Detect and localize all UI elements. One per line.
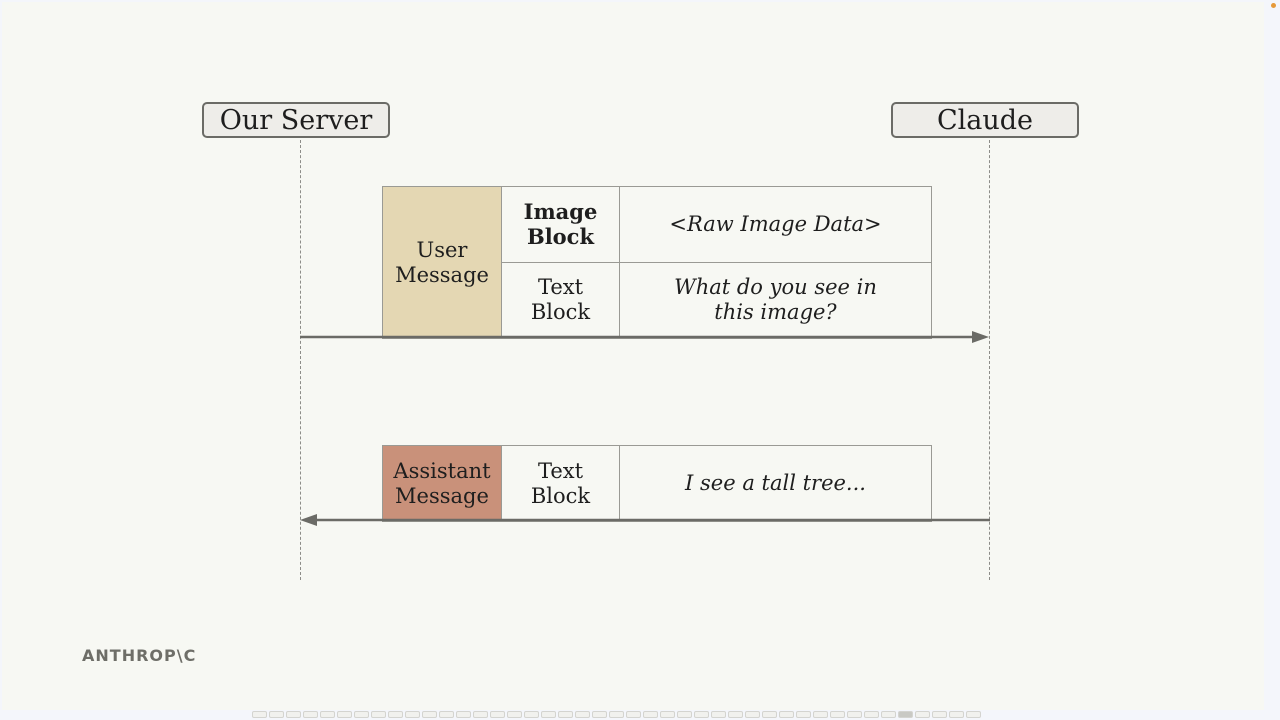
assistant-text-block-content-cell: I see a tall tree...	[620, 446, 931, 521]
text-block-content-cell: What do you see in this image?	[620, 263, 931, 339]
pager-slide-7[interactable]	[354, 711, 369, 718]
pager-slide-24[interactable]	[643, 711, 658, 718]
pager-slide-9[interactable]	[388, 711, 403, 718]
pager-slide-35[interactable]	[830, 711, 845, 718]
assistant-text-block-content: I see a tall tree...	[685, 471, 866, 495]
pager-slide-37[interactable]	[864, 711, 879, 718]
pager-slide-20[interactable]	[575, 711, 590, 718]
pager-slide-2[interactable]	[269, 711, 284, 718]
pager-slide-18[interactable]	[541, 711, 556, 718]
pager-slide-15[interactable]	[490, 711, 505, 718]
user-message-role-label: User Message	[395, 237, 489, 287]
pager-slide-5[interactable]	[320, 711, 335, 718]
pager-slide-32[interactable]	[779, 711, 794, 718]
pager-slide-21[interactable]	[592, 711, 607, 718]
pager-slide-3[interactable]	[286, 711, 301, 718]
pager-slide-43[interactable]	[966, 711, 981, 718]
server-lifeline	[300, 140, 301, 580]
pager-slide-11[interactable]	[422, 711, 437, 718]
assistant-text-block-type-cell: Text Block	[502, 446, 620, 521]
pager-slide-17[interactable]	[524, 711, 539, 718]
text-block-type-label: Text Block	[530, 275, 591, 325]
status-dot	[1271, 3, 1276, 8]
pager-slide-38[interactable]	[881, 711, 896, 718]
pager-slide-23[interactable]	[626, 711, 641, 718]
pager-slide-16[interactable]	[507, 711, 522, 718]
actor-our-server: Our Server	[202, 102, 390, 138]
pager-slide-8[interactable]	[371, 711, 386, 718]
pager-slide-36[interactable]	[847, 711, 862, 718]
pager-slide-6[interactable]	[337, 711, 352, 718]
pager-slide-41[interactable]	[932, 711, 947, 718]
image-block-type-label: Image Block	[523, 199, 598, 250]
pager-slide-14[interactable]	[473, 711, 488, 718]
pager-slide-33[interactable]	[796, 711, 811, 718]
pager-slide-26[interactable]	[677, 711, 692, 718]
pager-slide-34[interactable]	[813, 711, 828, 718]
actor-claude-label: Claude	[936, 104, 1034, 136]
pager-slide-25[interactable]	[660, 711, 675, 718]
assistant-message-role-label: Assistant Message	[393, 458, 491, 508]
slide-pager	[252, 711, 981, 719]
pager-slide-27[interactable]	[694, 711, 709, 718]
assistant-text-block-type-label: Text Block	[530, 458, 591, 508]
pager-slide-39[interactable]	[898, 711, 913, 718]
pager-slide-29[interactable]	[728, 711, 743, 718]
pager-slide-1[interactable]	[252, 711, 267, 718]
user-message-table: User Message Image Block <Raw Image Data…	[382, 186, 932, 339]
text-block-content: What do you see in this image?	[674, 275, 877, 325]
user-message-role-cell: User Message	[383, 187, 502, 338]
pager-slide-30[interactable]	[745, 711, 760, 718]
pager-slide-22[interactable]	[609, 711, 624, 718]
pager-slide-31[interactable]	[762, 711, 777, 718]
request-arrowhead	[972, 331, 989, 343]
actor-our-server-label: Our Server	[219, 104, 373, 136]
image-block-content: <Raw Image Data>	[669, 211, 882, 236]
image-block-content-cell: <Raw Image Data>	[620, 187, 931, 263]
pager-slide-4[interactable]	[303, 711, 318, 718]
pager-slide-13[interactable]	[456, 711, 471, 718]
image-block-type-cell: Image Block	[502, 187, 620, 263]
pager-slide-10[interactable]	[405, 711, 420, 718]
anthropic-logo: ANTHROP\C	[82, 646, 197, 665]
assistant-message-table: Assistant Message Text Block I see a tal…	[382, 445, 932, 522]
text-block-type-cell: Text Block	[502, 262, 620, 338]
pager-slide-12[interactable]	[439, 711, 454, 718]
pager-slide-19[interactable]	[558, 711, 573, 718]
actor-claude: Claude	[891, 102, 1079, 138]
pager-slide-28[interactable]	[711, 711, 726, 718]
slide: Our Server Claude User Message Image Blo…	[2, 2, 1264, 710]
assistant-message-role-cell: Assistant Message	[383, 446, 502, 521]
pager-slide-42[interactable]	[949, 711, 964, 718]
pager-slide-40[interactable]	[915, 711, 930, 718]
claude-lifeline	[989, 140, 990, 580]
response-arrowhead	[300, 514, 317, 526]
